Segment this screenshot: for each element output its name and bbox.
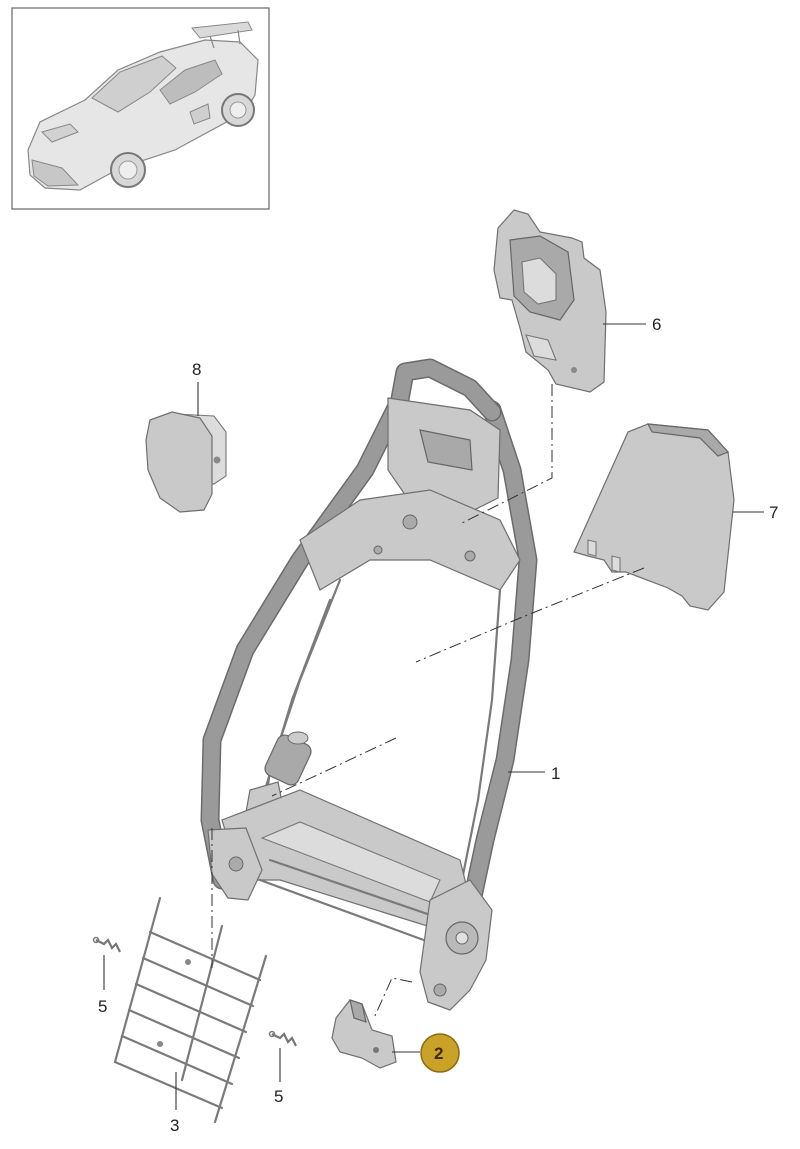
part-8-head-restraint-guide [145,411,227,513]
vehicle-thumbnail [11,7,270,210]
highlight-badge[interactable] [420,1033,460,1073]
callout-5-right: 5 [274,1087,283,1106]
part-2-recliner-bracket [331,999,397,1069]
part-7-backrest-panel [573,423,735,611]
leader-lines [103,323,764,1110]
callout-5-left: 5 [98,997,107,1016]
part-3-spring-mat [113,896,268,1124]
callout-8: 8 [192,360,201,379]
callout-7: 7 [769,503,778,522]
part-5-spring-left [92,936,121,953]
part-6-backrest-bracket [493,209,607,393]
car-icon [27,21,259,191]
callout-1: 1 [551,764,560,783]
callout-2-highlight[interactable]: 2 [420,1033,460,1073]
callout-3: 3 [170,1116,179,1135]
part-1-seat-frame [200,358,538,1011]
callout-6: 6 [652,315,661,334]
part-5-spring-right [268,1030,297,1047]
assembly-lines [211,384,645,1019]
callout-2: 2 [434,1044,443,1063]
callout-labels: 6 7 8 1 3 5 5 [98,315,778,1135]
